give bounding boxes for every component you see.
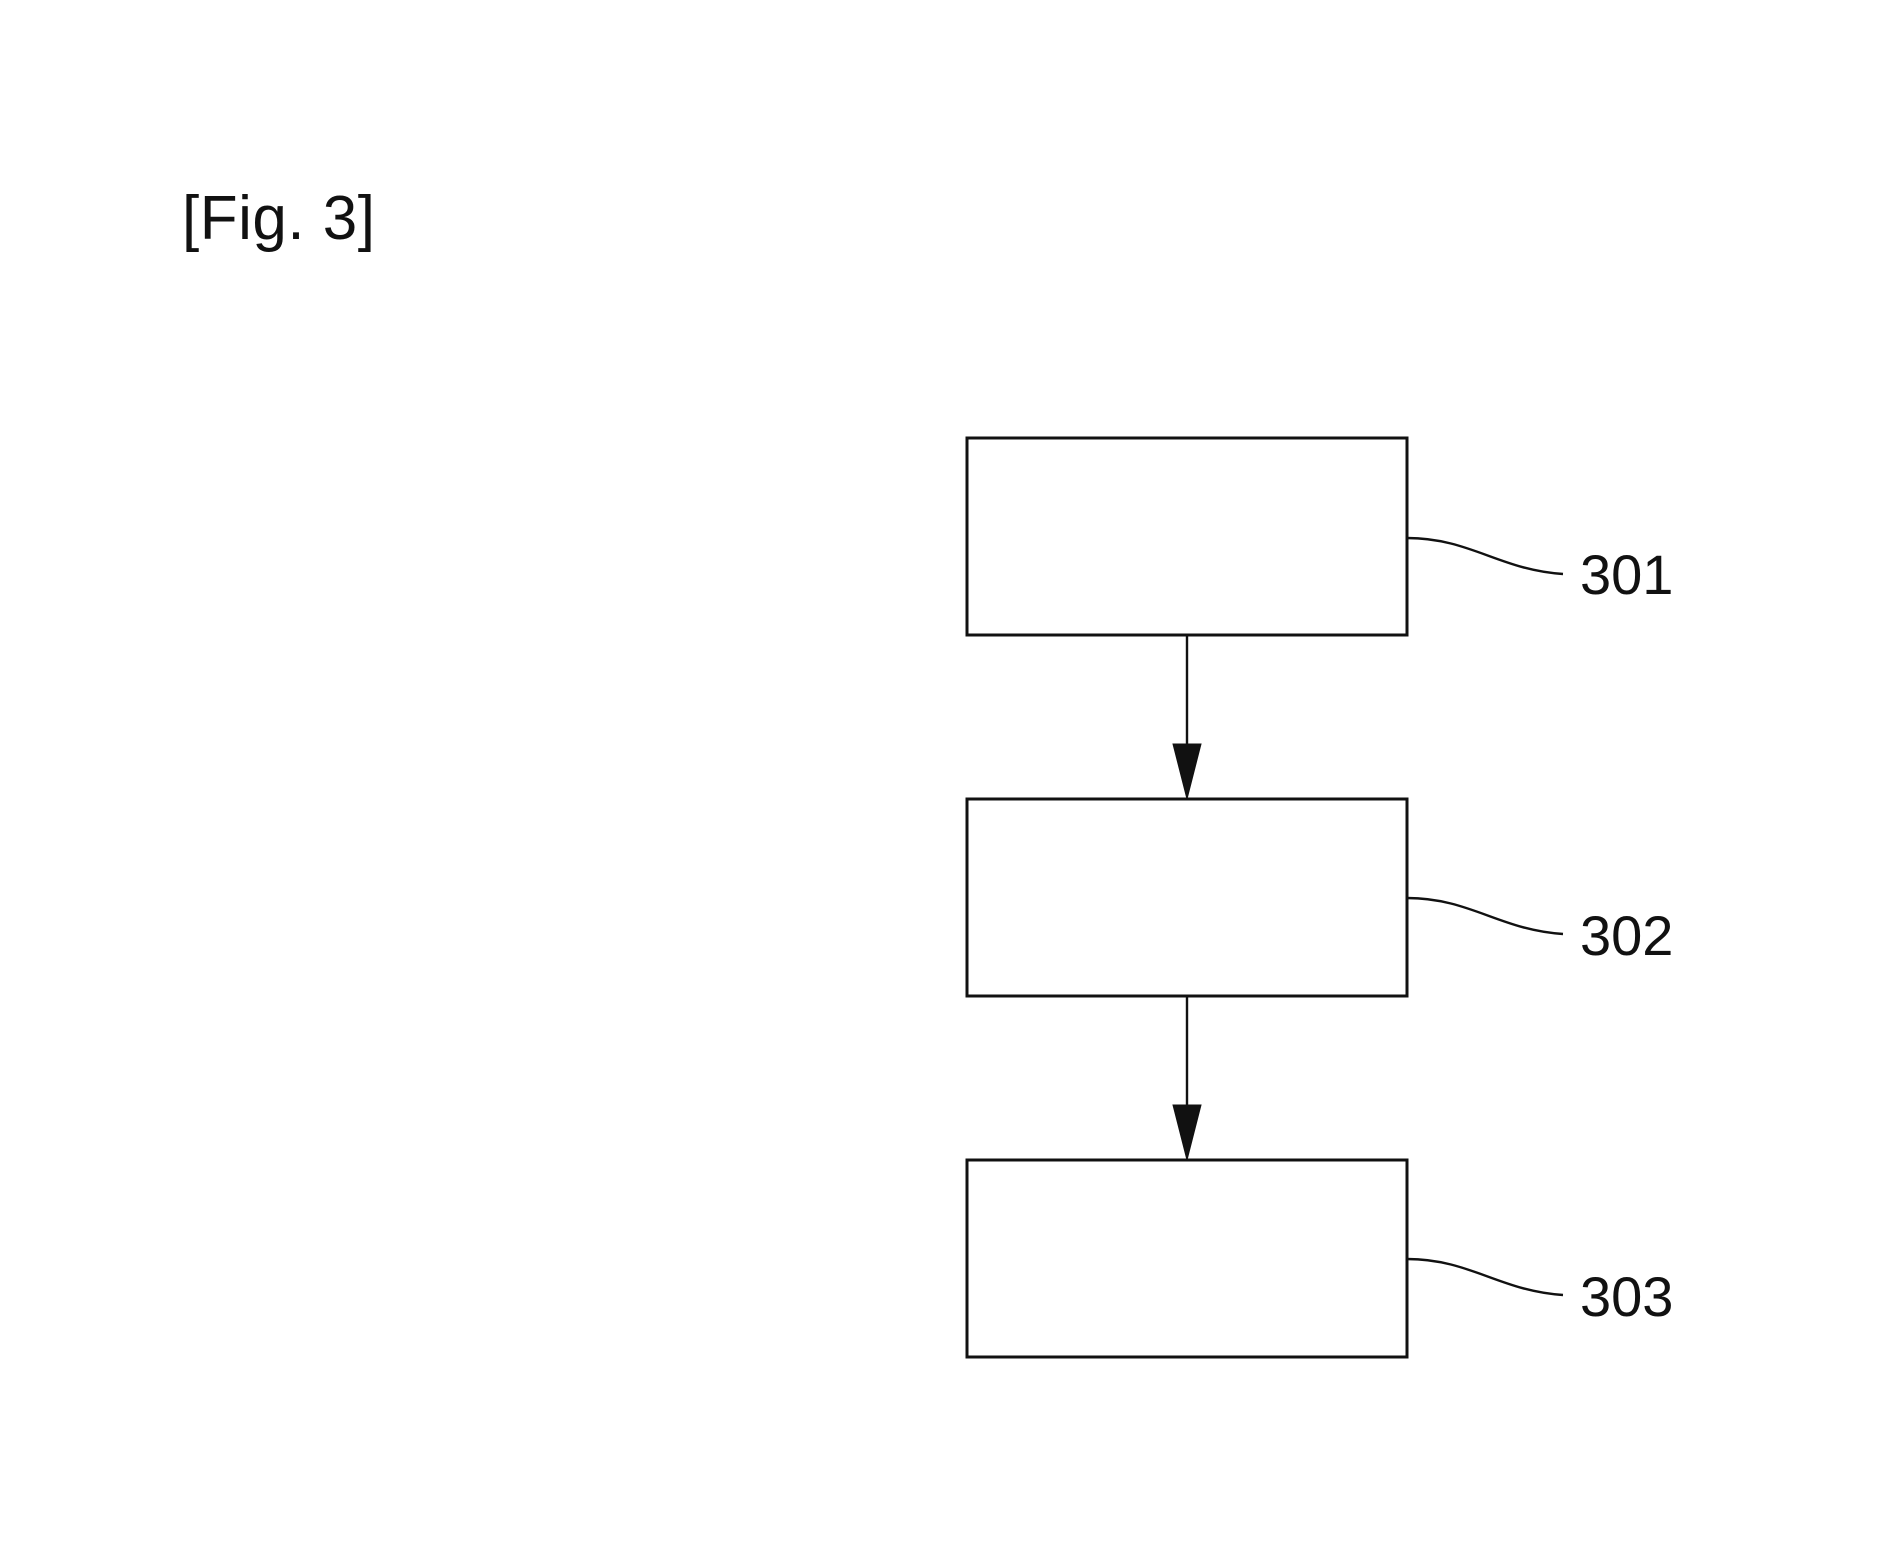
leader-line-301 — [1406, 536, 1564, 576]
box-302 — [965, 797, 1409, 998]
leader-line-302 — [1406, 896, 1564, 936]
box-303 — [965, 1158, 1409, 1359]
leader-line-303 — [1406, 1257, 1564, 1297]
ref-label-301: 301 — [1580, 543, 1673, 606]
figure-label: [Fig. 3] — [182, 184, 376, 253]
ref-label-303: 303 — [1580, 1265, 1673, 1328]
ref-label-302: 302 — [1580, 904, 1673, 967]
arrowhead-301-302 — [1172, 743, 1202, 800]
box-301 — [965, 436, 1409, 637]
arrowhead-302-303 — [1172, 1104, 1202, 1161]
